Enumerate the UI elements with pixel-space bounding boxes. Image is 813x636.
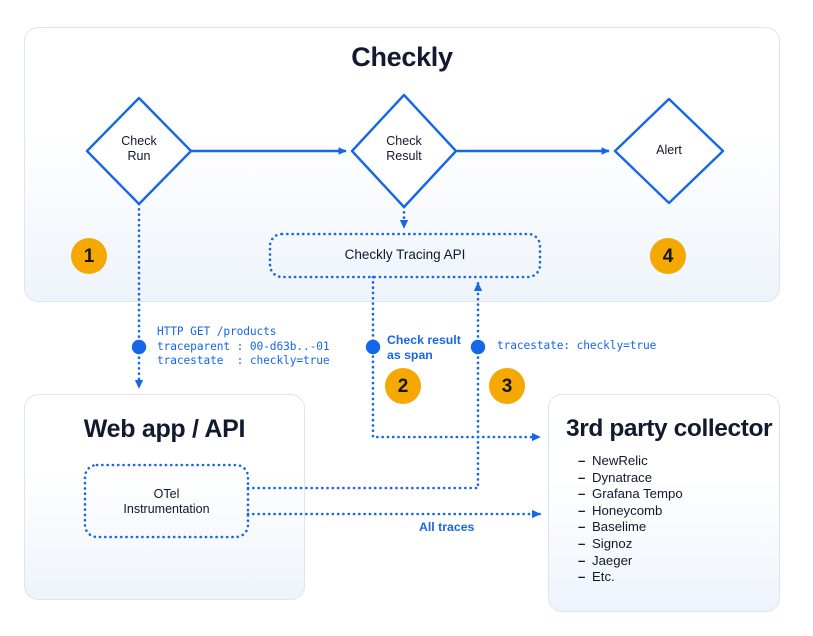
badge-3: 3 [489,368,525,404]
collector-list: –NewRelic –Dynatrace –Grafana Tempo –Hon… [578,453,683,586]
list-item-label: Dynatrace [592,469,653,485]
check-result-label-line2: Result [386,149,422,163]
list-item: –Grafana Tempo [578,486,683,503]
collector-panel-title: 3rd party collector [566,415,773,442]
bullet-dash: – [578,535,586,551]
list-item-label: Honeycomb [592,502,663,518]
tracing-api-label: Checkly Tracing API [344,247,466,262]
note-http-trace-headers: HTTP GET /products traceparent : 00-d63b… [157,325,330,368]
collector-panel [548,394,780,612]
list-item: –Jaeger [578,553,683,570]
list-item-label: NewRelic [592,453,648,468]
badge-4: 4 [650,238,686,274]
badge-1: 1 [71,238,107,274]
note-tracestate: tracestate: checkly=true [497,339,657,352]
list-item: –Baselime [578,519,683,536]
list-item: –NewRelic [578,453,683,470]
list-item-label: Baselime [592,519,647,535]
otel-label-line1: OTel [153,487,180,501]
webapp-panel-title: Web app / API [83,415,246,443]
list-item: –Etc. [578,569,683,586]
otel-instrumentation-label: OTel Instrumentation [85,487,248,517]
list-item-label: Grafana Tempo [592,486,683,502]
check-run-label: Check Run [89,134,189,164]
alert-label-line1: Alert [656,143,682,157]
list-item: –Honeycomb [578,503,683,520]
check-result-label-line1: Check [386,134,422,148]
bullet-dash: – [578,569,586,585]
bullet-dash: – [578,519,586,535]
note-all-traces: All traces [419,520,475,534]
bullet-dash: – [578,469,586,485]
flow-dot-3 [470,339,486,355]
flow-dot-2 [365,339,381,355]
check-run-label-line1: Check [121,134,157,148]
list-item-label: Etc. [592,569,615,585]
bullet-dash: – [578,552,586,568]
flow-dot-1 [131,339,147,355]
checkly-panel-title: Checkly [351,42,453,72]
check-result-label: Check Result [354,134,454,164]
bullet-dash: – [578,453,586,468]
list-item: –Dynatrace [578,470,683,487]
list-item-label: Signoz [592,535,633,551]
bullet-dash: – [578,486,586,502]
badge-2: 2 [385,368,421,404]
check-run-label-line2: Run [127,149,151,163]
list-item: –Signoz [578,536,683,553]
alert-label: Alert [619,143,719,158]
otel-label-line2: Instrumentation [123,502,210,516]
note-check-result-as-span: Check result as span [387,333,461,362]
bullet-dash: – [578,502,586,518]
list-item-label: Jaeger [592,552,633,568]
